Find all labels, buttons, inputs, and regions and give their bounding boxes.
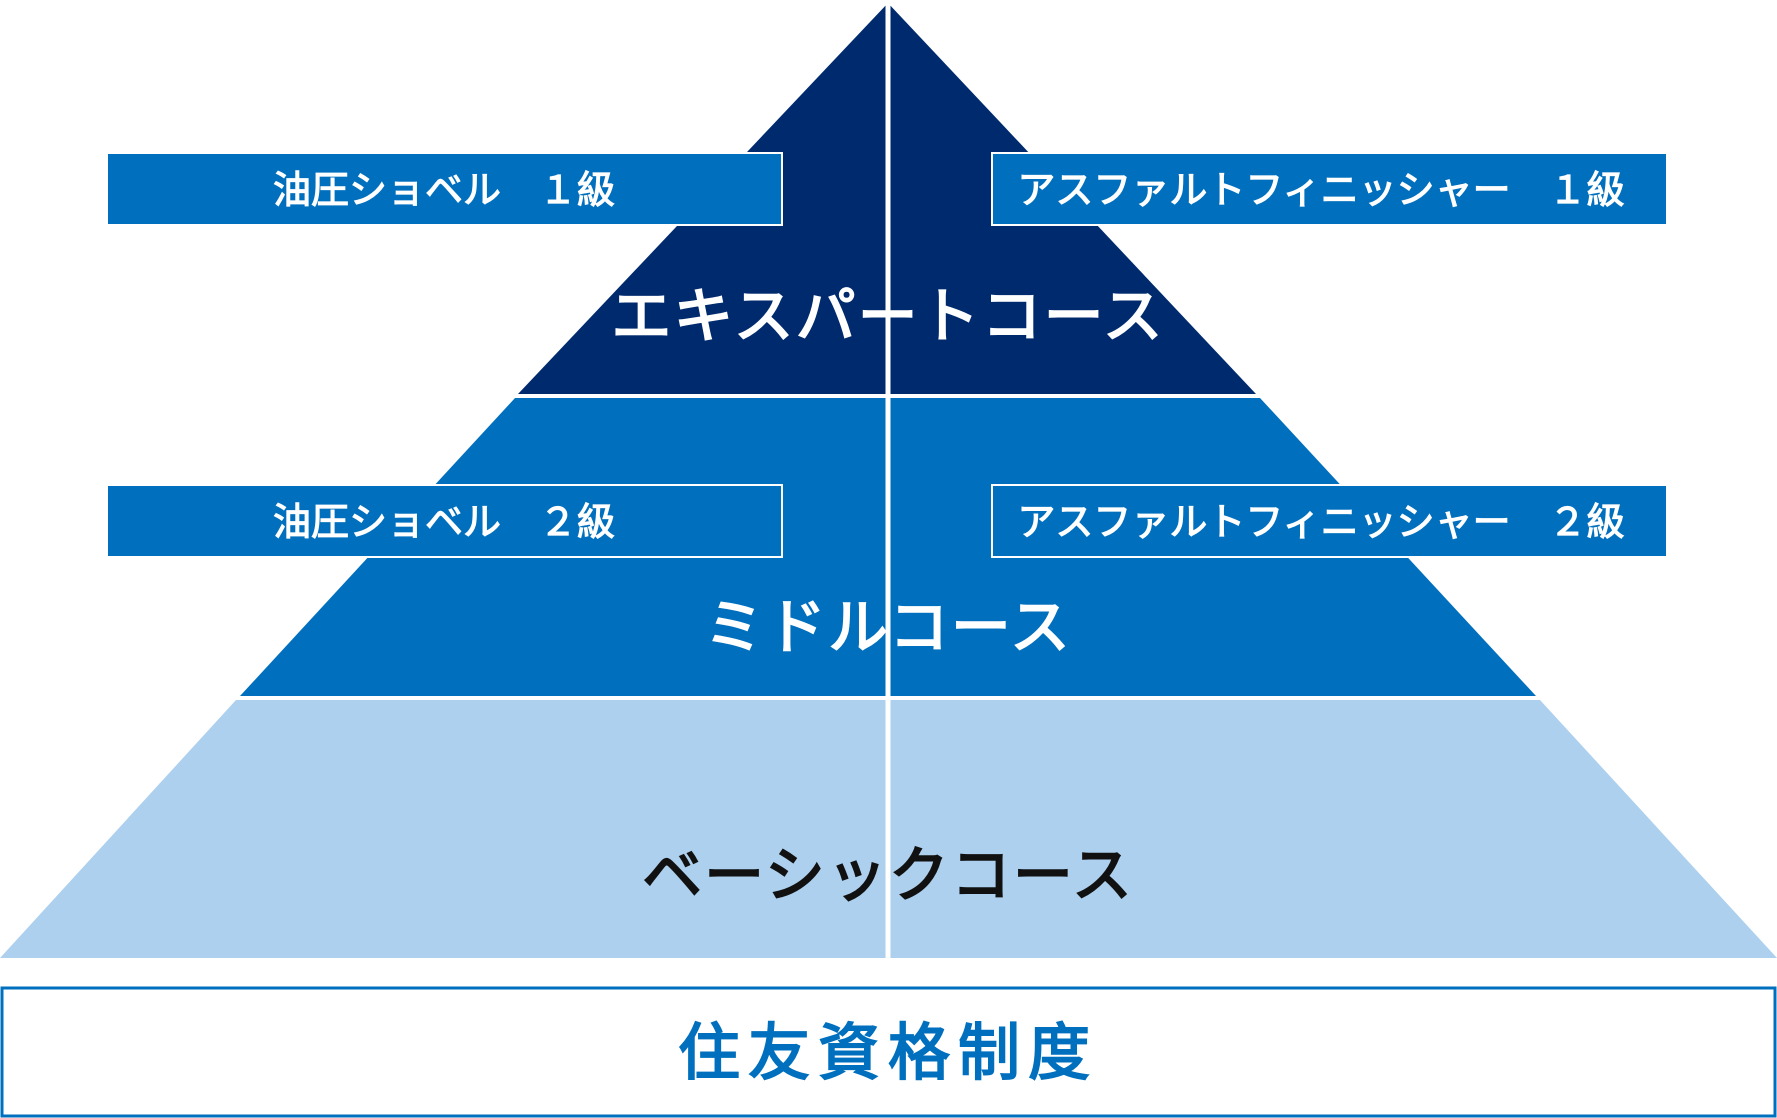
cert-badge-left-level2-label: 油圧ショベル ２級 (273, 500, 615, 544)
tier-label-expert: エキスパートコース (611, 282, 1164, 352)
cert-badge-left-level2-box (106, 484, 783, 558)
cert-badge-right-level1-box (991, 152, 1668, 226)
cert-badge-right-level2: アスファルトフィニッシャー ２級 (991, 484, 1668, 558)
cert-badge-left-level2: 油圧ショベル ２級 (106, 484, 783, 558)
qualification-system-base: 住友資格制度 (0, 986, 1777, 1118)
cert-badge-left-level1-label: 油圧ショベル １級 (273, 168, 615, 212)
cert-badge-left-level1: 油圧ショベル １級 (106, 152, 783, 226)
cert-badge-right-level2-box (991, 484, 1668, 558)
cert-badge-right-level1-label: アスファルトフィニッシャー １級 (1017, 168, 1624, 212)
cert-badge-right-level1: アスファルトフィニッシャー １級 (991, 152, 1668, 226)
qualification-system-box (0, 986, 1777, 1118)
tier-label-middle: ミドルコース (704, 593, 1072, 663)
tier-label-basic: ベーシックコース (642, 841, 1134, 911)
qualification-system-label: 住友資格制度 (678, 1016, 1098, 1089)
cert-badge-right-level2-label: アスファルトフィニッシャー ２級 (1017, 500, 1624, 544)
cert-badge-left-level1-box (106, 152, 783, 226)
